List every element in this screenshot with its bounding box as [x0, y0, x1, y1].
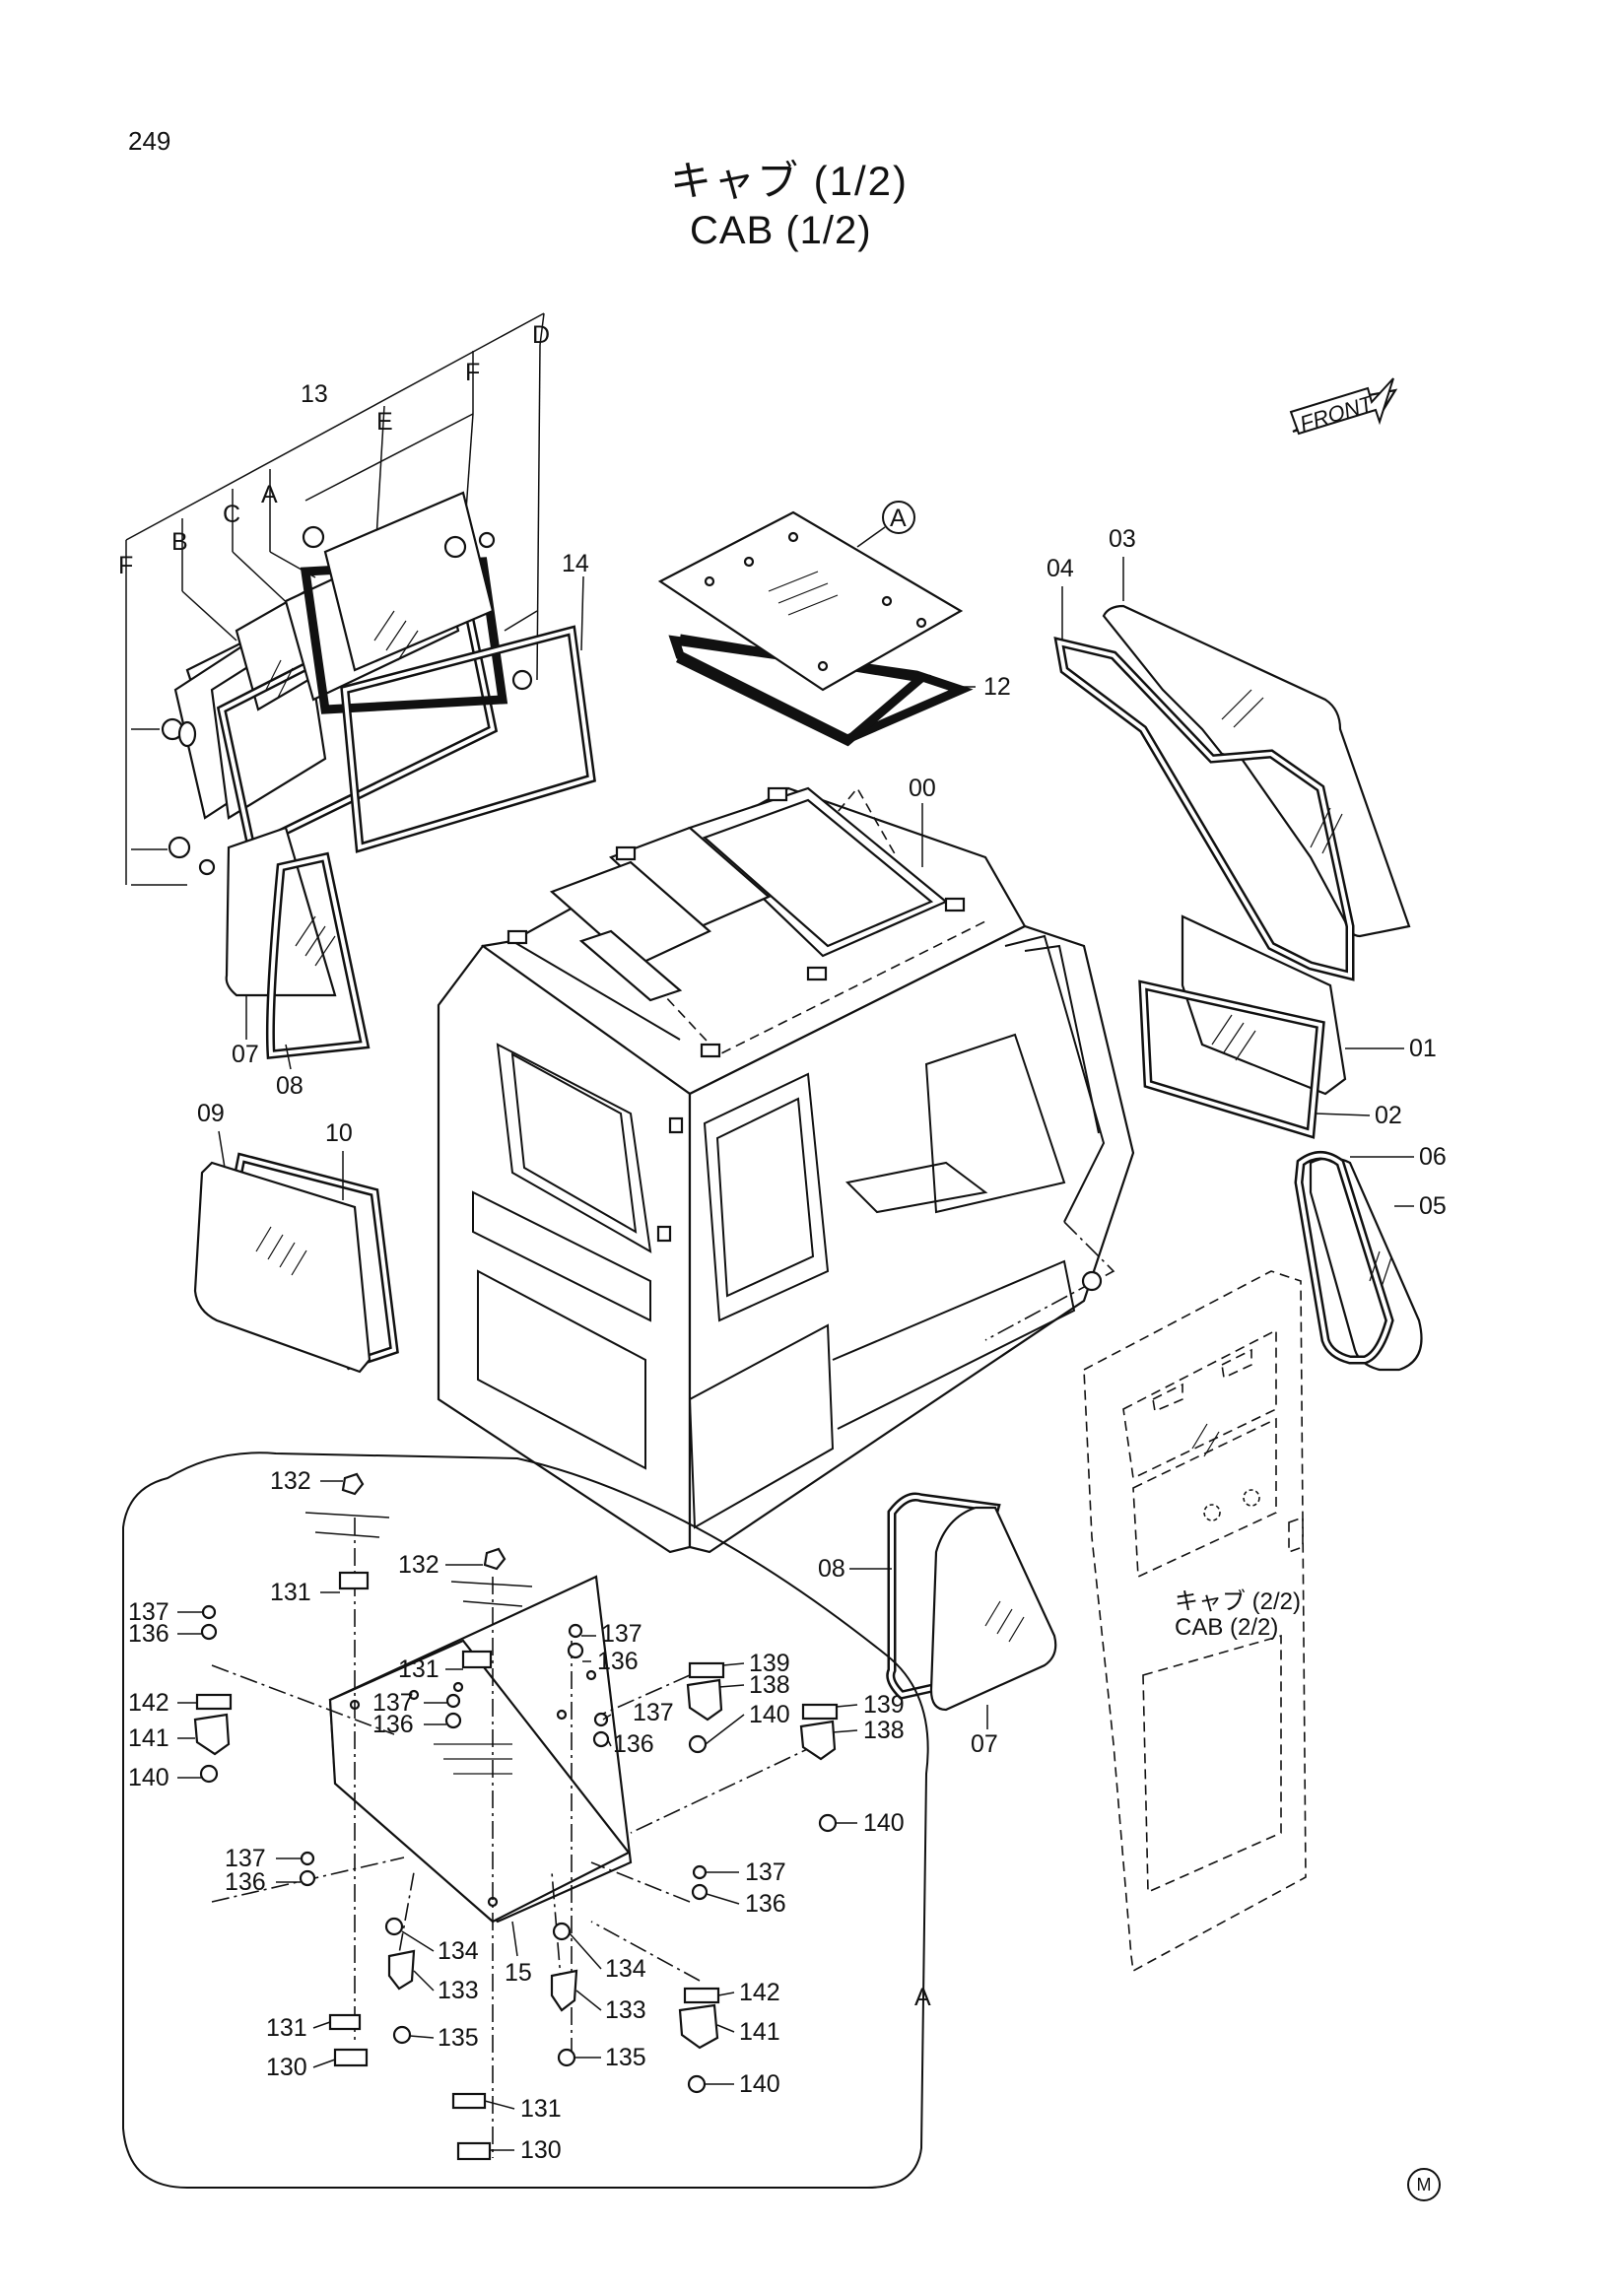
- callout-131: 131: [266, 2014, 307, 2042]
- mount-plate-15: [328, 1575, 633, 1924]
- callout-15: 15: [505, 1959, 532, 1987]
- inset-fasteners: [193, 1472, 839, 2161]
- callout-142: 142: [739, 1979, 780, 2006]
- callout-00: 00: [909, 775, 936, 802]
- callout-136: 136: [128, 1620, 169, 1648]
- callout-a: A: [261, 481, 278, 508]
- callout-09: 09: [197, 1100, 225, 1127]
- left-triangle-window: [225, 826, 371, 1059]
- callout-03: 03: [1109, 525, 1136, 553]
- right-small-window: [1294, 1151, 1423, 1372]
- callout-131: 131: [270, 1579, 311, 1606]
- callout-135: 135: [605, 2044, 646, 2071]
- callout-133: 133: [605, 1996, 646, 2024]
- page-title-japanese: キャブ (1/2): [670, 158, 910, 204]
- callout-142: 142: [128, 1689, 169, 1717]
- callout-140: 140: [739, 2070, 780, 2098]
- callout-134: 134: [605, 1955, 646, 1983]
- callout-140: 140: [749, 1701, 790, 1728]
- callout-01: 01: [1409, 1035, 1437, 1062]
- corner-mark: M: [1407, 2168, 1441, 2201]
- callout-04: 04: [1047, 555, 1074, 582]
- callout-141: 141: [739, 2018, 780, 2046]
- callout-f: F: [118, 552, 133, 579]
- left-side-window: [193, 1152, 399, 1374]
- callout-131: 131: [520, 2095, 562, 2123]
- callout-a: A: [914, 1984, 931, 2011]
- callout-139: 139: [749, 1650, 790, 1677]
- callout-135: 135: [438, 2024, 479, 2052]
- callout-10: 10: [325, 1119, 353, 1147]
- cab-body: [437, 786, 1135, 1554]
- callout-e: E: [376, 408, 393, 436]
- callout-d: D: [532, 321, 550, 349]
- callout-137: 137: [633, 1699, 674, 1726]
- callout-a: A: [890, 505, 907, 532]
- callout-14: 14: [562, 550, 589, 577]
- callout-137: 137: [601, 1620, 642, 1648]
- front-window-assembly: [161, 491, 596, 876]
- callout-136: 136: [613, 1730, 654, 1758]
- callout-130: 130: [520, 2136, 562, 2164]
- callout-130: 130: [266, 2054, 307, 2081]
- callout-136: 136: [225, 1868, 266, 1896]
- callout-140: 140: [863, 1809, 905, 1837]
- page-number: 249: [128, 126, 171, 156]
- callout-141: 141: [128, 1724, 169, 1752]
- callout-137: 137: [372, 1689, 414, 1717]
- front-arrow-icon: FRONT: [1289, 377, 1398, 437]
- callout-b: B: [171, 528, 188, 556]
- callout-138: 138: [749, 1671, 790, 1699]
- detail-a-frame: [122, 1452, 929, 2189]
- right-middle-window: [1138, 914, 1347, 1139]
- callout-136: 136: [597, 1648, 639, 1675]
- roof-window: [657, 510, 974, 747]
- callout-131: 131: [398, 1655, 439, 1683]
- callout-f: F: [465, 359, 480, 386]
- callout-139: 139: [863, 1691, 905, 1719]
- callout-06: 06: [1419, 1143, 1447, 1171]
- callout-138: 138: [863, 1717, 905, 1744]
- right-triangle-window: [886, 1492, 1057, 1712]
- page-title-english: CAB (1/2): [690, 209, 872, 252]
- reference-label-japanese: キャブ (2/2): [1175, 1588, 1302, 1615]
- callout-137: 137: [225, 1845, 266, 1872]
- callout-07: 07: [232, 1041, 259, 1068]
- callout-circle-a: [882, 501, 915, 534]
- callout-136: 136: [745, 1890, 786, 1918]
- callout-08: 08: [276, 1072, 304, 1100]
- cab-2-2-reference-door: [1083, 1270, 1307, 1973]
- callout-137: 137: [128, 1598, 169, 1626]
- callout-08: 08: [818, 1555, 845, 1583]
- top-left-leaders: [125, 312, 545, 886]
- callout-134: 134: [438, 1937, 479, 1965]
- callout-07: 07: [971, 1730, 998, 1758]
- callout-133: 133: [438, 1977, 479, 2004]
- inset-leaders: [177, 1480, 858, 2151]
- reference-label-english: CAB (2/2): [1175, 1614, 1279, 1641]
- callout-05: 05: [1419, 1192, 1447, 1220]
- callout-13: 13: [301, 380, 328, 408]
- right-rear-window: [1053, 604, 1411, 981]
- callout-c: C: [223, 501, 240, 528]
- callout-12: 12: [983, 673, 1011, 701]
- callout-132: 132: [398, 1551, 439, 1579]
- callout-140: 140: [128, 1764, 169, 1791]
- callout-137: 137: [745, 1858, 786, 1886]
- callout-136: 136: [372, 1711, 414, 1738]
- callout-02: 02: [1375, 1102, 1402, 1129]
- callout-132: 132: [270, 1467, 311, 1495]
